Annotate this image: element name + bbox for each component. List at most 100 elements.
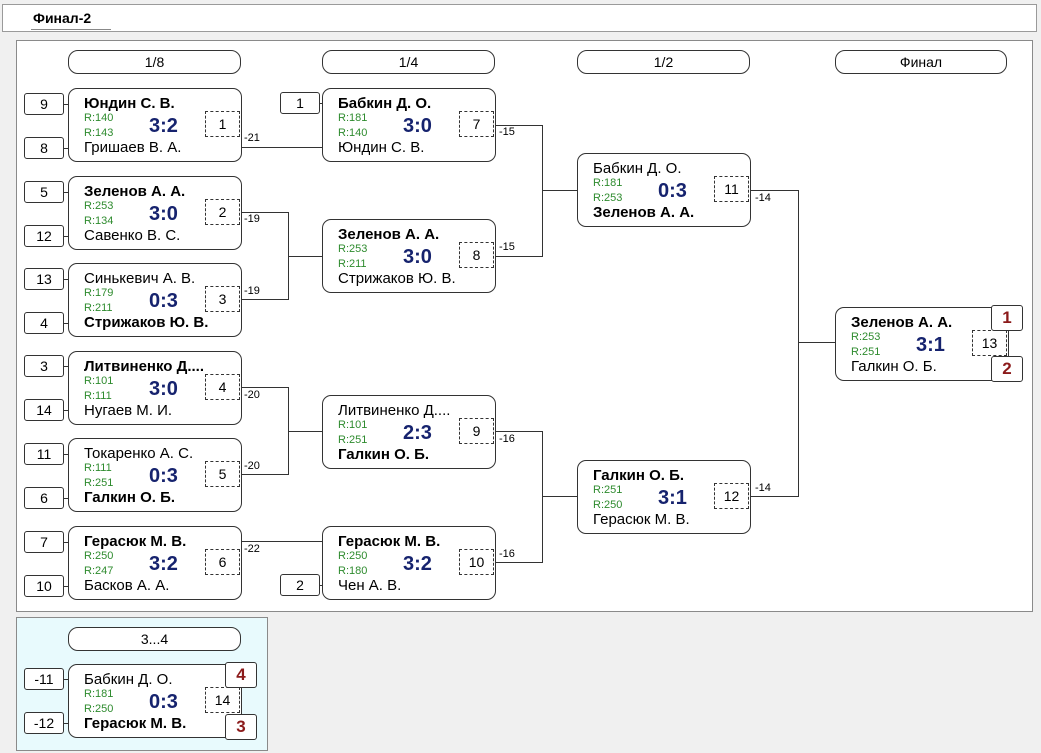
rating: R:251 [338,434,368,446]
bracket-line [288,431,324,432]
match-number: 14 [205,687,240,713]
rating: R:253 [593,192,623,204]
match-card[interactable]: Бабкин Д. О. R:181 R:253 0:3 11 Зеленов … [577,153,751,227]
match-number: 13 [972,330,1007,356]
rating: R:251 [851,346,881,358]
rating: R:181 [84,688,114,700]
bracket-line [749,190,798,191]
player-winner: Галкин О. Б. [338,446,430,463]
match-number: 3 [205,286,240,312]
match-score: 0:3 [149,691,178,713]
seed-box: 7 [24,531,64,553]
loser-placement: -14 [755,192,771,204]
match-score: 3:0 [403,246,432,268]
loser-placement: -14 [755,482,771,494]
round-header-1-4[interactable]: 1/4 [322,50,495,74]
connector-line [64,104,70,105]
player-winner: Герасюк М. В. [338,533,441,550]
connector-line [64,454,70,455]
rating: R:140 [84,112,114,124]
loser-placement: -15 [499,241,515,253]
rating: R:250 [593,499,623,511]
match-card[interactable]: Бабкин Д. О. R:181 R:140 3:0 7 Юндин С. … [322,88,496,162]
match-score: 3:1 [916,334,945,356]
third-place-match-card[interactable]: Бабкин Д. О. R:181 R:250 0:3 14 Герасюк … [68,664,242,738]
seed-box: 9 [24,93,64,115]
rating: R:111 [84,390,112,402]
connector-line [64,586,70,587]
page-title: Финал-2 [33,10,92,26]
bracket-line [494,562,542,563]
connector-line [64,192,70,193]
match-card[interactable]: Юндин С. В. R:140 R:143 3:2 1 Гришаев В.… [68,88,242,162]
final-match-card[interactable]: Зеленов А. А. R:253 R:251 3:1 13 Галкин … [835,307,1009,381]
rating: R:211 [84,302,113,314]
connector-line [64,679,70,680]
player-loser: Басков А. А. [84,577,170,594]
bracket-line [542,125,543,257]
match-card[interactable]: Синькевич А. В. R:179 R:211 0:3 3 Стрижа… [68,263,242,337]
rating: R:211 [338,258,367,270]
round-header-3-4[interactable]: 3...4 [68,627,241,651]
match-card[interactable]: Литвиненко Д.... R:101 R:251 2:3 9 Галки… [322,395,496,469]
match-score: 0:3 [149,290,178,312]
seed-box: 13 [24,268,64,290]
match-card[interactable]: Герасюк М. В. R:250 R:180 3:2 10 Чен А. … [322,526,496,600]
round-header-1-8[interactable]: 1/8 [68,50,241,74]
bracket-line [240,299,288,300]
rating: R:134 [84,215,114,227]
match-card[interactable]: Герасюк М. В. R:250 R:247 3:2 6 Басков А… [68,526,242,600]
round-header-1-2[interactable]: 1/2 [577,50,750,74]
rating: R:181 [338,112,368,124]
player-winner: Литвиненко Д.... [84,358,204,375]
match-card[interactable]: Литвиненко Д.... R:101 R:111 3:0 4 Нугае… [68,351,242,425]
player-loser: Стрижаков Ю. В. [338,270,456,287]
match-number: 12 [714,483,749,509]
rating: R:253 [338,243,368,255]
rating: R:181 [593,177,623,189]
match-score: 3:2 [403,553,432,575]
player-loser: Герасюк М. В. [593,511,690,528]
match-number: 10 [459,549,494,575]
seed-box: 3 [24,355,64,377]
match-card[interactable]: Галкин О. Б. R:251 R:250 3:1 12 Герасюк … [577,460,751,534]
match-score: 0:3 [149,465,178,487]
bracket-line [494,125,542,126]
bracket-line [494,431,542,432]
loser-placement: -19 [244,213,260,225]
connector-line [64,410,70,411]
loser-placement: -20 [244,460,260,472]
match-score: 3:2 [149,553,178,575]
loser-placement: -16 [499,433,515,445]
match-score: 3:0 [149,203,178,225]
seed-box: -11 [24,668,64,690]
rating: R:250 [84,703,114,715]
connector-line [64,542,70,543]
place-badge-1: 1 [991,305,1023,331]
loser-placement: -15 [499,126,515,138]
loser-placement: -16 [499,548,515,560]
player-loser: Чен А. В. [338,577,402,594]
connector-line [64,723,70,724]
connector-line [64,236,70,237]
match-card[interactable]: Токаренко А. С. R:111 R:251 0:3 5 Галкин… [68,438,242,512]
player-loser: Токаренко А. С. [84,445,194,462]
player-winner: Бабкин Д. О. [338,95,432,112]
player-winner: Герасюк М. В. [84,533,187,550]
title-underline [31,29,111,30]
rating: R:140 [338,127,368,139]
player-loser: Юндин С. В. [338,139,425,156]
connector-line [64,279,70,280]
match-score: 3:2 [149,115,178,137]
player-winner: Юндин С. В. [84,95,175,112]
bracket-line [494,256,542,257]
rating: R:101 [338,419,368,431]
connector-line [64,148,70,149]
match-card[interactable]: Зеленов А. А. R:253 R:211 3:0 8 Стрижако… [322,219,496,293]
player-loser: Синькевич А. В. [84,270,196,287]
rating: R:253 [851,331,881,343]
match-card[interactable]: Зеленов А. А. R:253 R:134 3:0 2 Савенко … [68,176,242,250]
player-loser: Бабкин Д. О. [84,671,173,688]
bracket-line [542,496,579,497]
round-header-final[interactable]: Финал [835,50,1007,74]
